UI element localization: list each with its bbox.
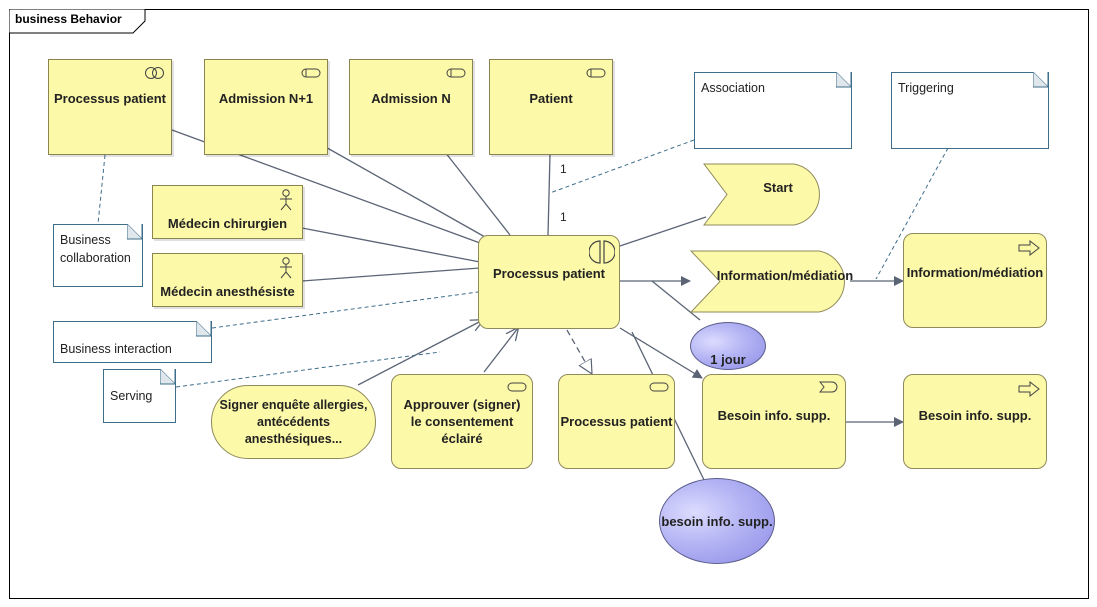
anesthesiste-label: Médecin anesthésiste [160,283,295,299]
interaction-processus-patient[interactable]: Processus patient [478,235,620,329]
process-signer-enquete[interactable]: Signer enquête allergies, antécédents an… [211,385,376,459]
business-object-icon [301,68,321,78]
actor-medecin-anesthesiste[interactable]: Médecin anesthésiste [152,253,303,307]
collaboration-processus-patient[interactable]: Processus patient [48,59,172,155]
signer-label: Signer enquête allergies, antécédents an… [219,397,368,446]
note-business-collaboration[interactable]: Business collaboration [53,224,143,287]
anchor-serving [175,351,441,388]
service-icon [507,382,527,392]
note-association-text: Association [701,81,765,95]
edge-central-service [566,329,592,374]
business-object-icon [586,68,606,78]
multiplicity-lower: 1 [560,210,567,224]
frame-tab [9,9,146,34]
collaboration-icon [145,67,164,79]
diagram-frame [9,9,1089,599]
service-processus-patient[interactable]: Processus patient [558,374,675,469]
edge-patient-central [547,153,551,236]
info-process-label: Information/médiation [906,265,1044,280]
chirurgien-label: Médecin chirurgien [167,215,288,231]
note-triggering-text: Triggering [898,81,954,95]
frame-title: business Behavior [15,12,122,26]
object-admission-n[interactable]: Admission N [349,59,473,155]
note-serving-text: Serving [110,389,153,403]
note-triggering[interactable]: Triggering [891,72,1049,149]
approuver-label: Approuver (signer) le consentement éclai… [403,397,521,446]
info-event-label: Information/médiation [716,268,854,283]
edge-central-besoin [619,327,703,379]
process-besoin-info[interactable]: Besoin info. supp. [903,374,1047,469]
edge-admission-n-central [444,151,511,236]
interaction-icon [589,240,615,264]
anchor-business-interaction [211,291,479,329]
process-information-mediation[interactable]: Information/médiation [903,233,1047,328]
anchor-triggering [875,147,949,280]
note-serving[interactable]: Serving [103,369,176,423]
central-label: Processus patient [493,266,605,281]
event-icon [819,381,838,393]
object-admission-n1[interactable]: Admission N+1 [204,59,328,155]
ellipse-1-jour[interactable]: 1 jour [690,322,766,370]
ellipse-besoin-info[interactable]: besoin info. supp. [659,478,775,564]
edge-central-jour [651,280,701,321]
note-business-collaboration-text: Business collaboration [60,233,131,265]
multiplicity-upper: 1 [560,162,567,176]
service-approuver[interactable]: Approuver (signer) le consentement éclai… [391,374,533,469]
admission-n1-label: Admission N+1 [218,91,314,106]
admission-n-label: Admission N [371,91,451,106]
process-service-label: Processus patient [560,414,673,429]
patient-label: Patient [529,91,573,106]
edge-admission-n1-central [321,144,486,238]
event-besoin-info[interactable]: Besoin info. supp. [702,374,846,469]
event-start[interactable] [703,163,827,226]
besoin-event-label: Besoin info. supp. [717,408,831,423]
object-patient[interactable]: Patient [489,59,613,155]
collaboration-label: Processus patient [54,91,166,106]
edge-approuver-central [483,328,518,373]
service-icon [649,382,669,392]
actor-icon [280,189,292,211]
anchor-business-collaboration [97,154,106,225]
note-association[interactable]: Association [694,72,852,149]
anchor-association [549,139,695,194]
actor-icon [280,257,292,279]
note-business-interaction-text: Business interaction [60,342,172,356]
jour-label: 1 jour [710,351,746,367]
edge-chirurgien-central [301,227,481,263]
besoin-process-label: Besoin info. supp. [918,408,1032,423]
process-arrow-icon [1018,381,1040,397]
start-label: Start [763,180,793,195]
actor-medecin-chirurgien[interactable]: Médecin chirurgien [152,185,303,239]
process-arrow-icon [1018,240,1040,256]
event-information-mediation[interactable] [690,250,852,313]
business-object-icon [446,68,466,78]
note-business-interaction[interactable]: Business interaction [53,321,212,363]
besoin-ellipse-label: besoin info. supp. [661,513,773,529]
edge-signer-central [357,320,483,386]
edge-anesthesiste-central [301,267,481,282]
edge-start-central [607,216,707,252]
